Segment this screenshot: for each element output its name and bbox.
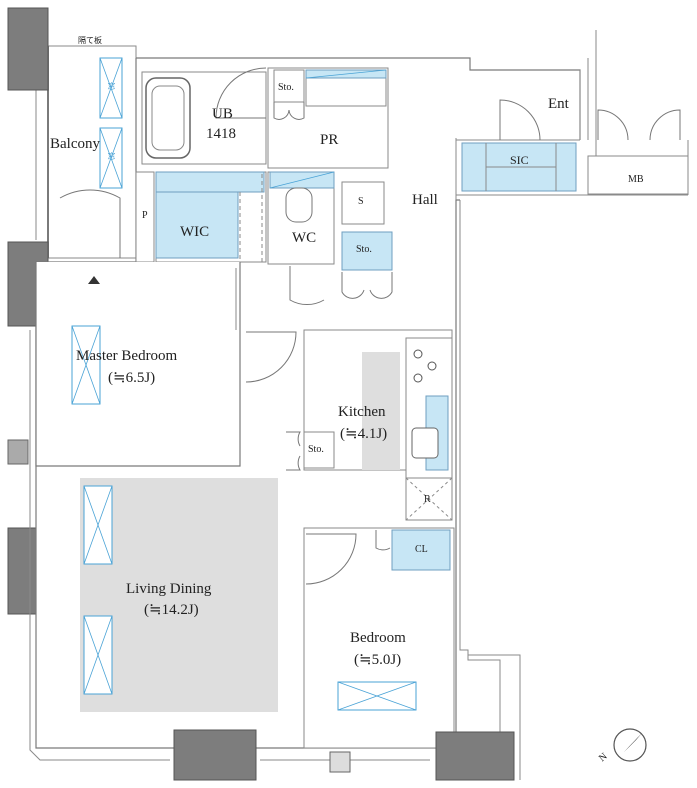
sic-label: SIC bbox=[510, 153, 529, 167]
balcony-window-mark-2 bbox=[99, 127, 123, 189]
master-bedroom-label: Master Bedroom bbox=[76, 348, 178, 364]
pr-label: PR bbox=[320, 132, 339, 148]
bedroom-window-mark bbox=[337, 681, 417, 711]
hall-label: Hall bbox=[412, 192, 438, 208]
bedroom-door bbox=[305, 533, 357, 585]
living-dining-label: Living Dining bbox=[126, 581, 212, 597]
column-small-left bbox=[7, 439, 29, 465]
sto-label-pr: Sto. bbox=[278, 82, 294, 93]
ub-door bbox=[215, 67, 267, 119]
bathtub-inner bbox=[151, 85, 185, 151]
living-window-mark-1 bbox=[83, 485, 113, 565]
s-box bbox=[341, 181, 385, 225]
kitchen-size-label: (≒4.1J) bbox=[340, 426, 388, 442]
column-top-left bbox=[7, 7, 49, 91]
mb-label: MB bbox=[628, 174, 644, 185]
partition-label: 隔て板 bbox=[78, 36, 102, 45]
master-bedroom-window-mark bbox=[71, 325, 101, 405]
toilet bbox=[285, 187, 313, 223]
r-label: R bbox=[424, 494, 431, 505]
column-bottom-left bbox=[173, 729, 257, 781]
entrance-door bbox=[499, 99, 541, 141]
sto-box-pr bbox=[273, 69, 305, 103]
wic-label: WIC bbox=[180, 224, 210, 240]
kitchen-island bbox=[362, 352, 400, 470]
p-label: P bbox=[142, 210, 148, 221]
wc-label: WC bbox=[292, 230, 317, 246]
window-mark-label-1: 窓 bbox=[107, 82, 116, 90]
wc-door bbox=[289, 266, 325, 306]
ub-size-label: 1418 bbox=[206, 126, 236, 142]
cl-label: CL bbox=[415, 544, 428, 555]
wic-shelf-top bbox=[155, 171, 265, 193]
cl-closet bbox=[391, 529, 451, 571]
living-dining-area bbox=[80, 478, 278, 712]
threshold-marker bbox=[88, 276, 100, 284]
column-small-bottom bbox=[329, 751, 351, 773]
mb-box bbox=[587, 155, 689, 195]
bedroom-label: Bedroom bbox=[350, 630, 406, 646]
window-mark-label-2: 窓 bbox=[107, 152, 116, 160]
balcony-window-mark-1 bbox=[99, 57, 123, 119]
s-label: S bbox=[358, 196, 364, 207]
sto-label-kitchen: Sto. bbox=[308, 444, 324, 455]
sto-box-kitchen bbox=[303, 431, 335, 469]
ub-label: UB bbox=[212, 106, 233, 122]
balcony-door bbox=[59, 189, 121, 258]
kitchen-label: Kitchen bbox=[338, 404, 386, 420]
wic-shelf-left bbox=[155, 191, 239, 259]
sto-box-hall bbox=[341, 231, 393, 271]
compass-icon bbox=[613, 728, 647, 762]
mb-door-left bbox=[597, 109, 629, 141]
ent-label: Ent bbox=[548, 96, 569, 112]
master-bedroom-size-label: (≒6.5J) bbox=[108, 370, 156, 386]
stove-icon bbox=[413, 349, 437, 383]
living-window-mark-2 bbox=[83, 615, 113, 695]
living-dining-size-label: (≒14.2J) bbox=[144, 602, 199, 618]
sto-label-hall: Sto. bbox=[356, 244, 372, 255]
column-bottom-right bbox=[435, 731, 515, 781]
master-bedroom-door bbox=[245, 331, 297, 383]
sink-basin bbox=[411, 427, 439, 459]
bedroom-size-label: (≒5.0J) bbox=[354, 652, 402, 668]
balcony-label: Balcony bbox=[50, 136, 100, 152]
mb-door-right bbox=[649, 109, 681, 141]
refrigerator bbox=[405, 477, 453, 521]
master-bedroom-wall bbox=[35, 262, 241, 467]
